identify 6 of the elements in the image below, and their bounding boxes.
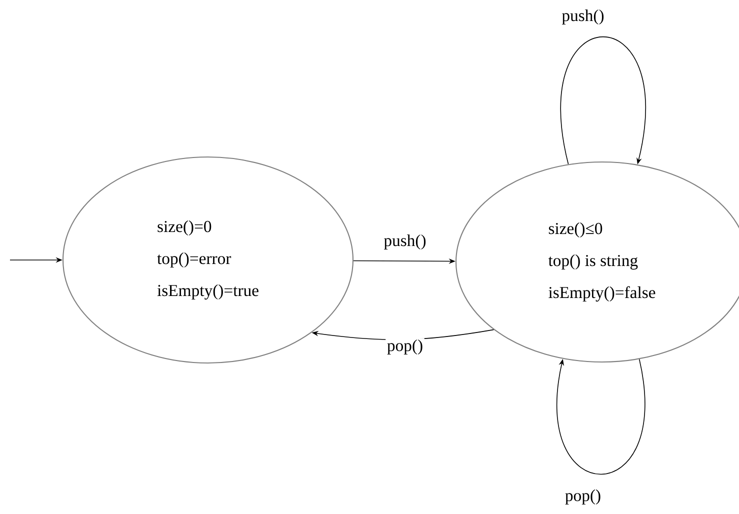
loop-arrow [556, 358, 646, 475]
edge-label: pop() [386, 338, 424, 356]
loop-arrow [560, 36, 646, 165]
edge-label: pop() [564, 488, 602, 506]
edge-label: push() [382, 233, 428, 251]
edge-label: push() [560, 8, 606, 26]
